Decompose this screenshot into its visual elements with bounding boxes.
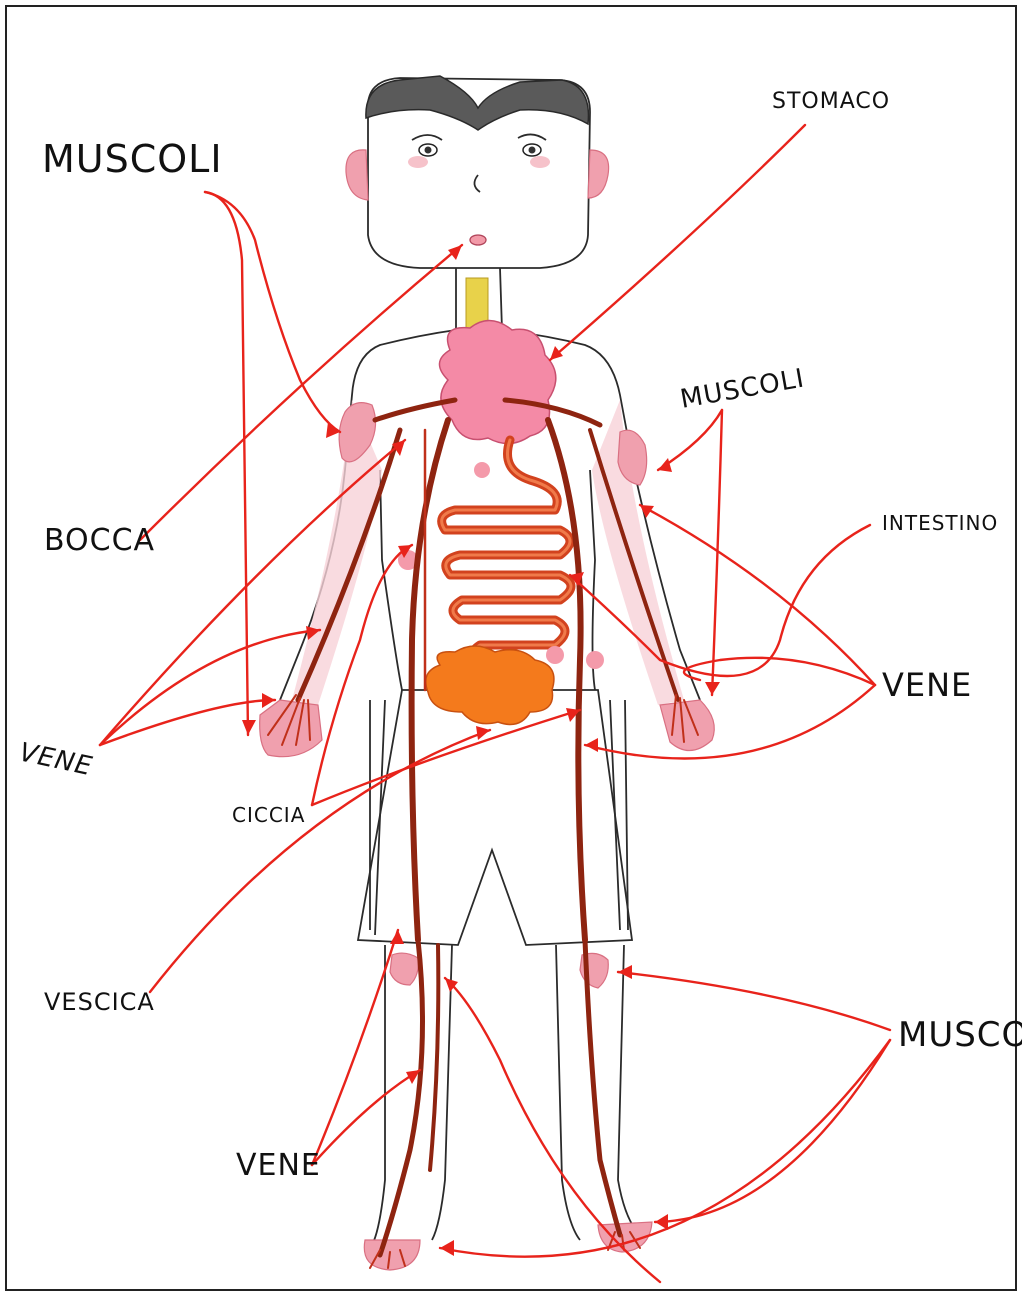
stomach (439, 320, 555, 443)
legs-outline (372, 945, 640, 1245)
label-muscoli-right-arm: MUSCOLI (678, 364, 807, 415)
label-vene-left: VENE (17, 738, 96, 783)
eyes (408, 134, 550, 168)
mouth (470, 235, 486, 245)
hair (366, 76, 589, 130)
intestine (442, 440, 571, 660)
label-stomaco: STOMACO (772, 89, 890, 114)
arrow-muscoli-hand (205, 192, 248, 735)
arrow-vene-bottom-leg (312, 1070, 420, 1165)
label-ciccia: CICCIA (232, 803, 305, 827)
nose (474, 175, 480, 192)
label-muscoli-bottom-right: MUSCOLI (898, 1015, 1022, 1055)
arrow-stomaco (550, 125, 805, 360)
fat-blob (474, 462, 490, 478)
label-vene-bottom: VENE (236, 1148, 321, 1183)
arrow-muscoli-shoulder (205, 192, 340, 432)
shorts (358, 690, 632, 945)
label-muscoli-top-left: MUSCOLI (42, 137, 223, 181)
left-foot (364, 1240, 420, 1270)
label-vene-right: VENE (882, 666, 972, 704)
bladder (426, 646, 554, 724)
intestine-highlight (442, 440, 571, 660)
left-ear (346, 150, 368, 200)
left-knee-muscle (390, 953, 418, 985)
arrow-muscoli-foot (655, 1040, 890, 1222)
left-hand (260, 700, 322, 757)
fat-blob (546, 646, 564, 664)
arrow-ciccia-hip (312, 710, 580, 805)
arrow-muscoli-knee (618, 972, 890, 1030)
right-ear (588, 150, 609, 198)
label-intestino: INTESTINO (882, 511, 998, 535)
arrow-bocca (140, 245, 462, 540)
label-bocca: BOCCA (44, 523, 155, 558)
arrow-vene-right-trunk (585, 685, 875, 759)
label-vescica: VESCICA (44, 988, 155, 1016)
fat-blob (586, 651, 604, 669)
labels: MUSCOLI STOMACO MUSCOLI BOCCA INTESTINO … (17, 89, 1022, 1183)
